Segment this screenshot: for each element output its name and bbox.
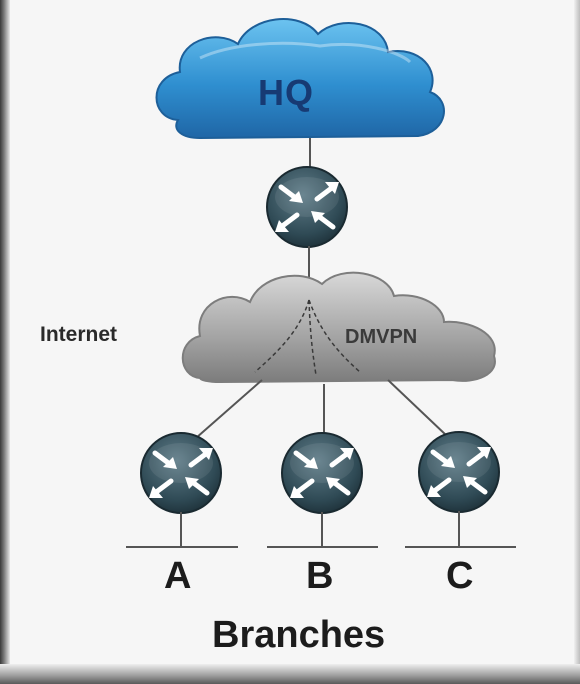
branch-label-b: B — [306, 555, 334, 597]
branches-title: Branches — [212, 614, 386, 656]
branch-lan-drops — [180, 511, 460, 546]
router-icon — [267, 167, 347, 247]
dmvpn-tunnels — [254, 299, 361, 376]
branch-label-a: A — [164, 555, 192, 597]
hq-label: HQ — [258, 72, 314, 113]
dmvpn-label: DMVPN — [345, 326, 418, 348]
photo-edge-right — [574, 0, 580, 684]
branch-links — [195, 379, 448, 439]
branch-label-c: C — [446, 555, 474, 597]
internet-label: Internet — [40, 323, 118, 346]
router-icon — [282, 433, 362, 513]
hq-cloud-icon — [155, 18, 445, 140]
internet-cloud-icon — [181, 271, 496, 384]
router-icon — [419, 432, 499, 512]
router-icon — [141, 433, 221, 513]
photo-edge-bottom — [0, 664, 580, 684]
photo-edge-left — [0, 0, 10, 684]
